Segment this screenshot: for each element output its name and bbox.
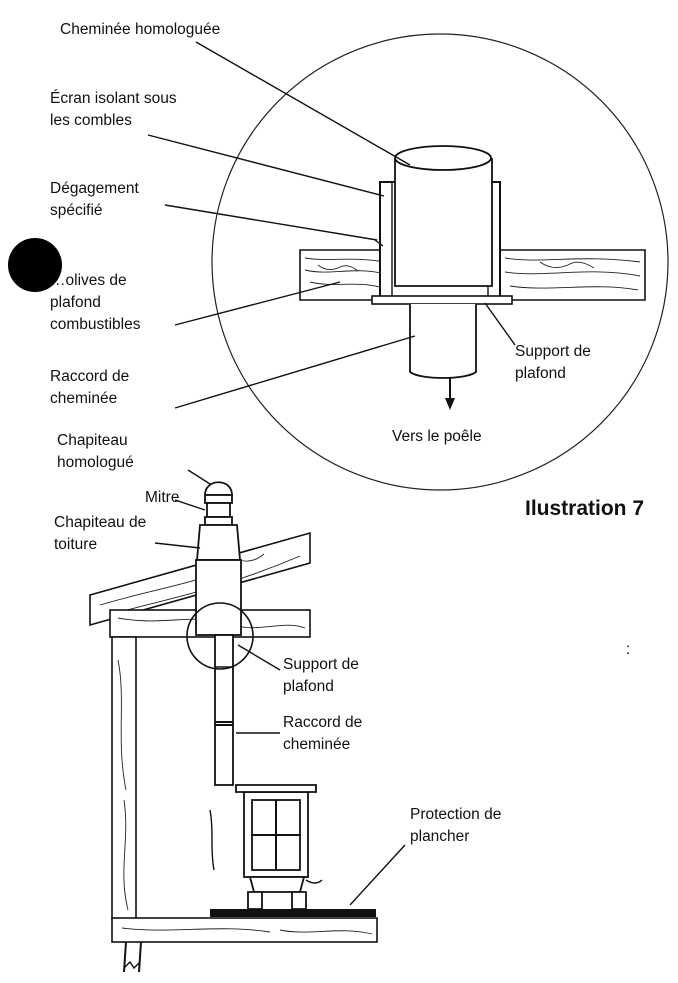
detail-joist-board — [299, 249, 646, 301]
label-clearance-line1: Dégagement — [50, 180, 139, 197]
label-joists-line1: …olives de — [50, 272, 127, 289]
detail-chimney — [371, 145, 513, 305]
label-support-line2: plafond — [515, 365, 566, 382]
detail-circle — [211, 33, 669, 491]
overview-floor — [111, 909, 378, 973]
figure-title: Ilustration 7 — [525, 497, 644, 520]
label-joists-line3: combustibles — [50, 316, 141, 333]
label-support-line1: Support de — [515, 343, 591, 360]
detail-connector — [409, 304, 477, 410]
label-roof-cap-line2: toiture — [54, 536, 97, 553]
label-joists-line2: plafond — [50, 294, 101, 311]
binder-punch-hole — [8, 238, 62, 292]
overview-detail-circle — [186, 602, 254, 670]
label-insulation-line2: les combles — [50, 112, 132, 129]
label-cap-line2: homologué — [57, 454, 134, 471]
label-connector-line1: Raccord de — [50, 368, 129, 385]
label-chimney: Cheminée homologuée — [60, 21, 220, 38]
overview-leaders — [154, 469, 406, 906]
label-floor-line2: plancher — [410, 828, 469, 845]
label-cap-line1: Chapiteau — [57, 432, 128, 449]
label-overview-support-line2: plafond — [283, 678, 334, 695]
label-roof-cap-line1: Chapiteau de — [54, 514, 146, 531]
label-clearance-line2: spécifié — [50, 202, 103, 219]
label-overview-support-line1: Support de — [283, 656, 359, 673]
overview-stove — [209, 784, 323, 910]
overview-wall — [111, 636, 137, 921]
label-overview-connector-line2: cheminée — [283, 736, 350, 753]
label-insulation-line1: Écran isolant sous — [50, 90, 177, 107]
label-connector-line2: cheminée — [50, 390, 117, 407]
label-mitre: Mitre — [145, 489, 179, 506]
label-overview-connector-line1: Raccord de — [283, 714, 362, 731]
floor-protection-plate — [210, 909, 376, 917]
label-to-stove: Vers le poêle — [392, 428, 482, 445]
stray-mark: : — [626, 641, 630, 658]
overview-chimney — [186, 481, 254, 786]
detail-leaders — [147, 41, 516, 409]
label-floor-line1: Protection de — [410, 806, 501, 823]
